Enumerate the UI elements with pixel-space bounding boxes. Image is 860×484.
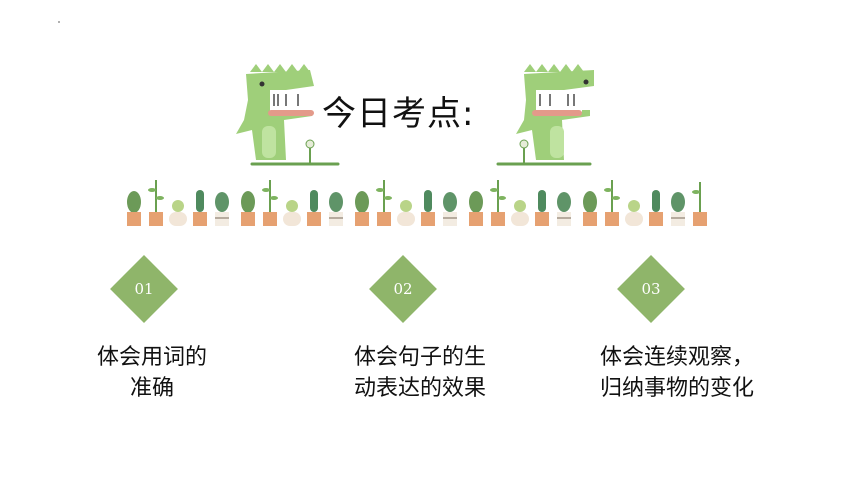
- potted-plants-border: [127, 179, 707, 227]
- point-2-line-2: 动表达的效果: [353, 376, 486, 401]
- point-text-1: 体会用词的 准确: [72, 342, 232, 404]
- point-1-line-1: 体会用词的: [96, 345, 207, 370]
- point-3-line-2: 归纳事物的变化: [599, 376, 754, 401]
- point-text-2: 体会句子的生 动表达的效果: [330, 342, 510, 404]
- crocodile-left-illustration: [236, 64, 340, 166]
- crocodile-right-illustration: [496, 64, 594, 166]
- point-text-3: 体会连续观察， 归纳事物的变化: [572, 342, 782, 404]
- point-3-line-1: 体会连续观察，: [599, 345, 754, 370]
- point-number-2: 02: [393, 280, 413, 298]
- slide-title: 今日考点:: [322, 94, 475, 134]
- point-number-1: 01: [134, 280, 154, 298]
- point-number-3: 03: [641, 280, 661, 298]
- point-2-line-1: 体会句子的生: [353, 345, 486, 370]
- point-1-line-2: 准确: [129, 376, 174, 401]
- decorative-dot: [58, 21, 60, 23]
